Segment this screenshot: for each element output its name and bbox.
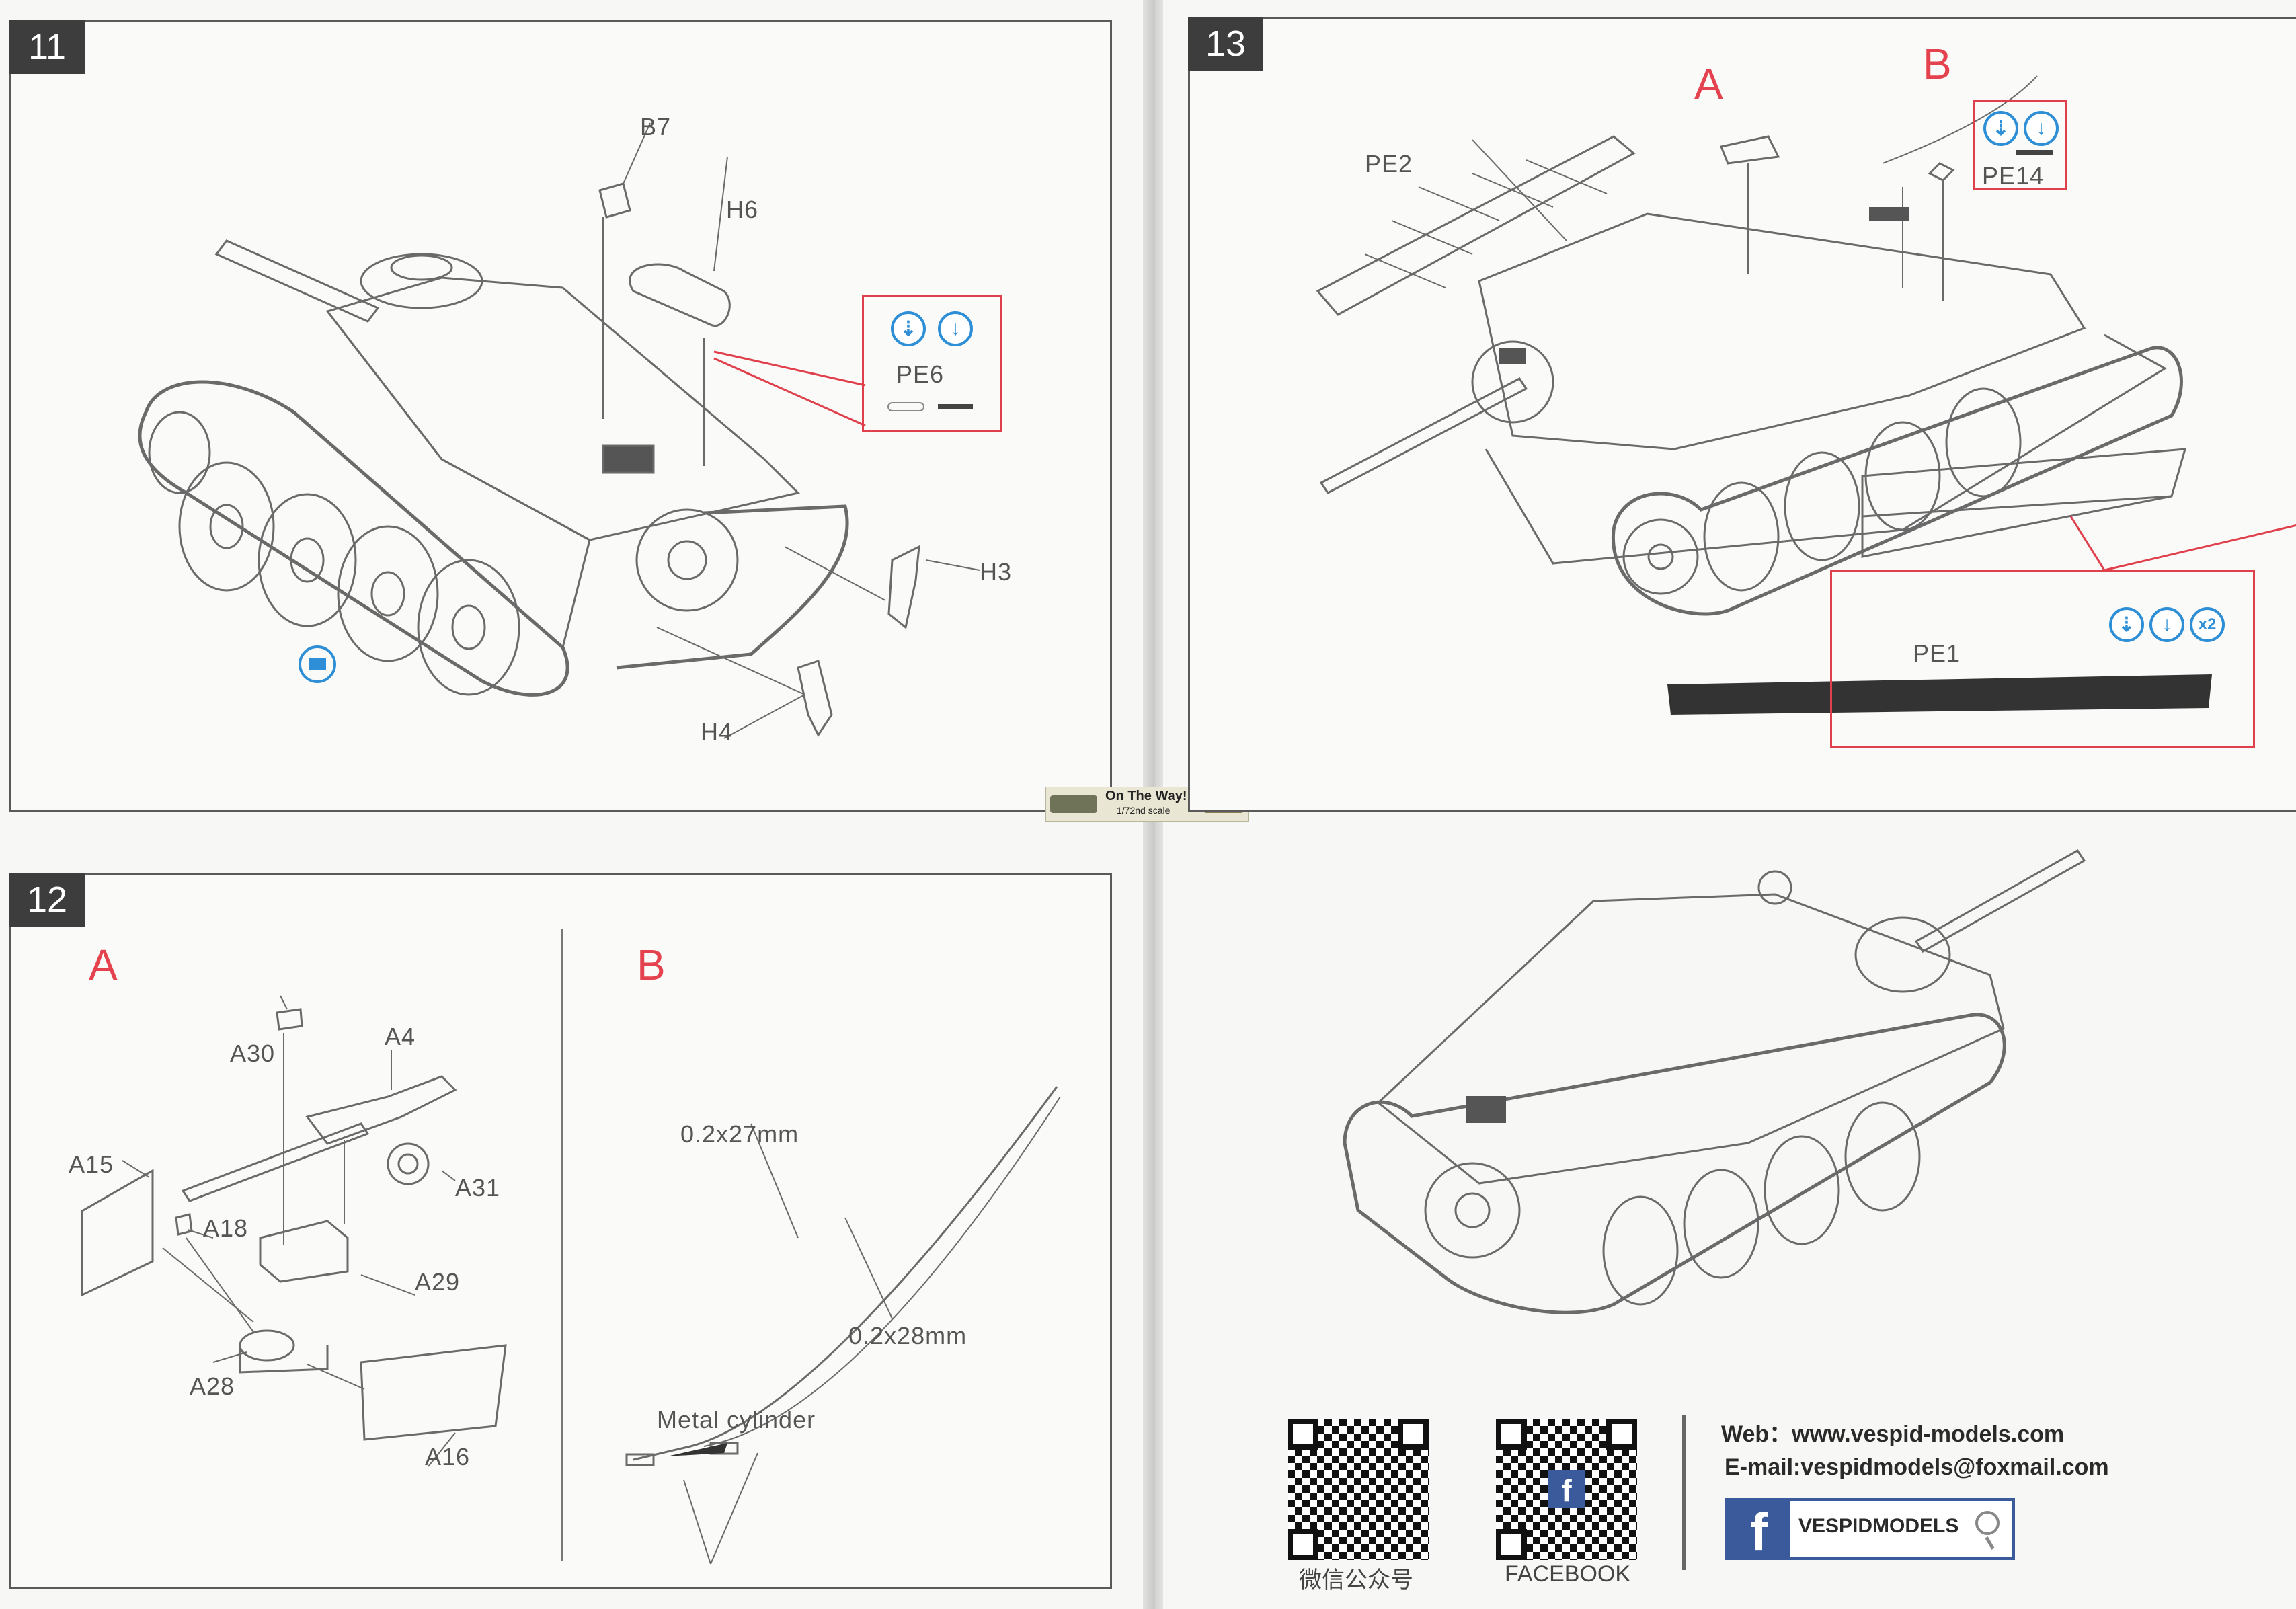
- part-label-h4: H4: [701, 718, 734, 746]
- step-number: 13: [1188, 17, 1263, 71]
- search-icon: [1975, 1511, 2000, 1535]
- part-label-a16: A16: [425, 1443, 471, 1470]
- qr-finder: [1496, 1419, 1527, 1450]
- badge-title: On The Way!: [1105, 789, 1187, 803]
- qr-finder: [1606, 1419, 1637, 1450]
- step-13-panel: 13 A B: [1188, 17, 2296, 812]
- pe14-label: PE14: [1982, 162, 2045, 190]
- pe1-label: PE1: [1913, 639, 1961, 667]
- tweezers-icon: ⇣: [1983, 111, 2018, 146]
- tank-logo-icon: [1050, 795, 1097, 813]
- sub-step-divider: [561, 929, 563, 1561]
- cut-icon: ↓: [938, 311, 973, 346]
- qr-finder: [1398, 1419, 1429, 1450]
- tank-step-11-drawing: [138, 122, 980, 739]
- step-12-panel: 12 A B: [9, 873, 1112, 1589]
- qr-finder: [1288, 1419, 1318, 1450]
- wechat-caption: 微信公众号: [1299, 1567, 1413, 1593]
- tweezers-icon: ⇣: [891, 311, 926, 346]
- tweezers-icon: ⇣: [2109, 607, 2144, 642]
- search-icon-handle: [1985, 1536, 1995, 1550]
- qr-finder: [1288, 1529, 1318, 1560]
- sub-step-b-label: B: [637, 941, 666, 989]
- facebook-caption: FACEBOOK: [1505, 1561, 1631, 1587]
- quantity-x2-icon: x2: [2190, 607, 2225, 642]
- metal-cylinder-label: Metal cylinder: [657, 1406, 816, 1434]
- footer-divider: [1682, 1415, 1686, 1570]
- tank-step-13-drawing: [1316, 75, 2296, 715]
- facebook-page-banner[interactable]: f VESPIDMODELS: [1725, 1498, 2015, 1561]
- website-text[interactable]: Web：www.vespid-models.com: [1721, 1421, 2065, 1447]
- facebook-page-name: VESPIDMODELS: [1798, 1515, 1959, 1537]
- part-label-a31: A31: [455, 1174, 501, 1202]
- pe6-label: PE6: [896, 360, 945, 388]
- pe14-part-shape: [2016, 150, 2053, 155]
- pe14-callout: ⇣ ↓ PE14: [1973, 100, 2067, 190]
- part-label-h3: H3: [980, 558, 1013, 586]
- part-label-a15: A15: [69, 1150, 114, 1178]
- facebook-icon: f: [1548, 1470, 1585, 1508]
- sub-step-a-label: A: [89, 941, 118, 989]
- cut-icon: ↓: [2149, 607, 2184, 642]
- part-label-a4: A4: [385, 1023, 416, 1050]
- part-label-pe2: PE2: [1365, 150, 1413, 178]
- wire-length-2: 0.2x28mm: [848, 1322, 967, 1349]
- step-number: 11: [9, 20, 85, 74]
- part-label-a30: A30: [230, 1039, 276, 1067]
- part-label-a29: A29: [415, 1268, 461, 1296]
- cut-icon: ↓: [2024, 111, 2059, 146]
- pe6-callout: ⇣ ↓ PE6: [862, 295, 1002, 432]
- qr-finder: [1496, 1529, 1527, 1560]
- step-11-panel: 11: [9, 20, 1112, 812]
- part-label-a18: A18: [203, 1214, 249, 1242]
- step-number: 12: [9, 873, 85, 927]
- wire-length-1: 0.2x27mm: [680, 1120, 799, 1148]
- sub-step-a-label: A: [1694, 60, 1723, 108]
- pe6-part-outline: [887, 402, 924, 411]
- part-label-a28: A28: [190, 1372, 235, 1400]
- part-label-h6: H6: [726, 196, 759, 223]
- pe1-callout: ⇣ ↓ x2 PE1: [1830, 570, 2255, 748]
- badge-scale: 1/72nd scale: [1117, 805, 1171, 816]
- sub-step-b-label: B: [1923, 40, 1952, 88]
- facebook-icon: f: [1728, 1501, 1790, 1561]
- pe6-part-shape: [938, 404, 973, 409]
- wechat-qr-code: [1288, 1419, 1429, 1560]
- facebook-qr-code: f: [1496, 1419, 1637, 1560]
- part-label-b7: B7: [640, 113, 672, 141]
- mg-assembly-drawing: [81, 995, 1061, 1565]
- email-text[interactable]: E-mail:vespidmodels@foxmail.com: [1725, 1454, 2109, 1480]
